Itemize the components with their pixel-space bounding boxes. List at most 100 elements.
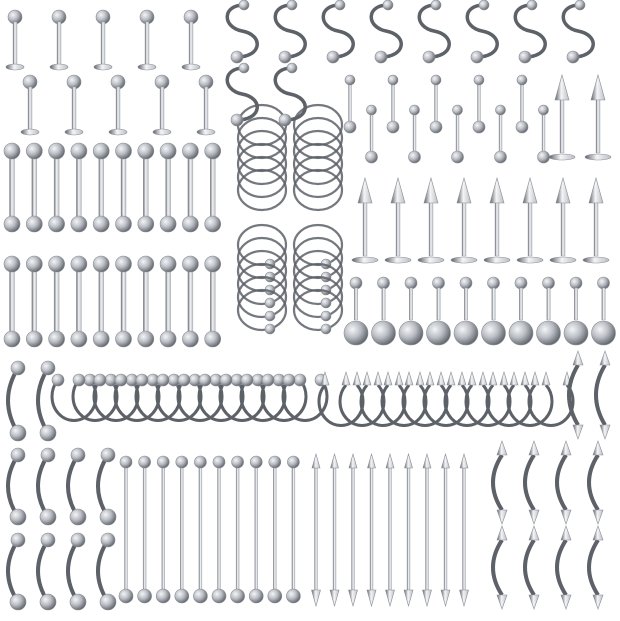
industrial-barbell	[267, 455, 283, 604]
labrets-group	[5, 9, 216, 136]
horseshoe-rings-group	[50, 373, 329, 422]
labret	[152, 74, 172, 136]
labret	[108, 74, 128, 136]
curved-barbell	[96, 447, 117, 526]
mini-barbells-group	[343, 74, 550, 164]
curved-barbell	[36, 360, 57, 442]
labret	[49, 9, 69, 71]
industrial-barbell	[211, 455, 227, 604]
curved-spike-barbell	[491, 525, 508, 610]
hoop-ring	[236, 262, 288, 309]
hoop-ring	[236, 168, 288, 212]
labret	[181, 9, 201, 71]
spike-labret	[548, 73, 576, 161]
spike-industrial-barbell	[311, 452, 321, 608]
spike-labret	[584, 73, 612, 161]
mini-barbell	[537, 104, 550, 164]
horseshoe-ring	[155, 373, 203, 422]
ball-labret	[426, 276, 451, 346]
spike-horseshoe-ring	[485, 370, 533, 427]
barbell	[137, 142, 155, 233]
mini-barbell	[515, 74, 529, 134]
spike-horseshoe-rings-group	[317, 370, 575, 427]
industrial-barbell	[137, 455, 152, 604]
barbell	[159, 142, 177, 233]
spike-horseshoe-ring	[422, 370, 470, 427]
spike-labret	[582, 176, 610, 264]
curved-barbell	[96, 532, 117, 611]
industrial-barbell	[118, 455, 134, 604]
spike-industrial-barbell	[403, 452, 414, 608]
curved-spike-barbell	[555, 525, 572, 610]
spike-industrial-barbell	[348, 452, 358, 608]
industrial-barbell	[193, 455, 208, 604]
hoop-ring	[292, 262, 344, 309]
mini-barbell	[343, 74, 357, 134]
hoop-ring	[292, 142, 344, 186]
hoop-rings-group	[236, 103, 344, 335]
barbell	[137, 255, 155, 348]
hoop-ring	[292, 168, 344, 212]
spike-horseshoe-ring	[317, 370, 365, 427]
horseshoe-ring	[71, 373, 119, 422]
spike-labret	[516, 176, 544, 264]
spike-labret	[450, 176, 478, 264]
spike-industrial-barbell	[440, 452, 451, 608]
spiral-barbell	[273, 62, 307, 127]
ball-labret	[371, 276, 396, 346]
spiral-barbells-group	[225, 0, 595, 127]
mini-barbell	[386, 74, 400, 134]
industrial-barbell	[286, 455, 301, 604]
hoop-ring	[236, 142, 288, 186]
curved-spike-barbell	[587, 440, 604, 525]
barbell	[92, 255, 110, 348]
barbell	[3, 142, 21, 233]
curved-barbell	[6, 447, 27, 526]
barbell	[70, 142, 88, 233]
mini-barbell	[365, 104, 378, 164]
barbell	[3, 255, 21, 348]
horseshoe-ring	[134, 373, 182, 422]
mini-barbell	[429, 74, 443, 134]
industrial-barbell	[230, 455, 245, 604]
industrial-barbells-group	[118, 455, 301, 604]
curved-spike-barbell	[594, 350, 611, 440]
curved-spike-barbell	[555, 440, 572, 525]
curved-spike-barbell	[523, 440, 540, 525]
labret	[64, 74, 84, 136]
barbell	[115, 142, 132, 233]
spike-labret	[549, 176, 577, 264]
barbell	[204, 142, 221, 233]
horseshoe-ring	[92, 373, 140, 422]
spike-industrial-barbell	[459, 452, 469, 608]
spike-industrial-barbell	[329, 452, 340, 608]
hoop-ring	[292, 275, 344, 322]
spiral-barbell	[225, 62, 259, 127]
horseshoe-ring	[218, 373, 266, 422]
spike-horseshoe-ring	[401, 370, 449, 427]
hoop-ring	[292, 155, 344, 199]
curved-spike-barbell	[587, 525, 604, 610]
spiral-barbell	[225, 0, 259, 64]
horseshoe-ring	[260, 373, 308, 422]
mini-barbell	[451, 104, 464, 164]
spike-horseshoe-ring	[506, 370, 554, 427]
barbell	[92, 142, 110, 233]
curved-barbell	[6, 532, 27, 611]
hoop-ring	[292, 288, 344, 335]
ball-labret	[453, 276, 479, 346]
spiral-barbell	[417, 0, 451, 64]
spike-horseshoe-ring	[359, 370, 407, 427]
spiral-barbell	[513, 0, 547, 64]
hoop-ring	[236, 275, 288, 322]
barbell	[48, 142, 65, 233]
industrial-barbell	[174, 455, 190, 604]
hoop-ring	[236, 155, 288, 199]
ball-labret	[508, 276, 534, 346]
barbell	[115, 255, 132, 348]
spike-labret	[384, 176, 412, 264]
labret	[93, 9, 113, 71]
barbell	[182, 255, 199, 348]
